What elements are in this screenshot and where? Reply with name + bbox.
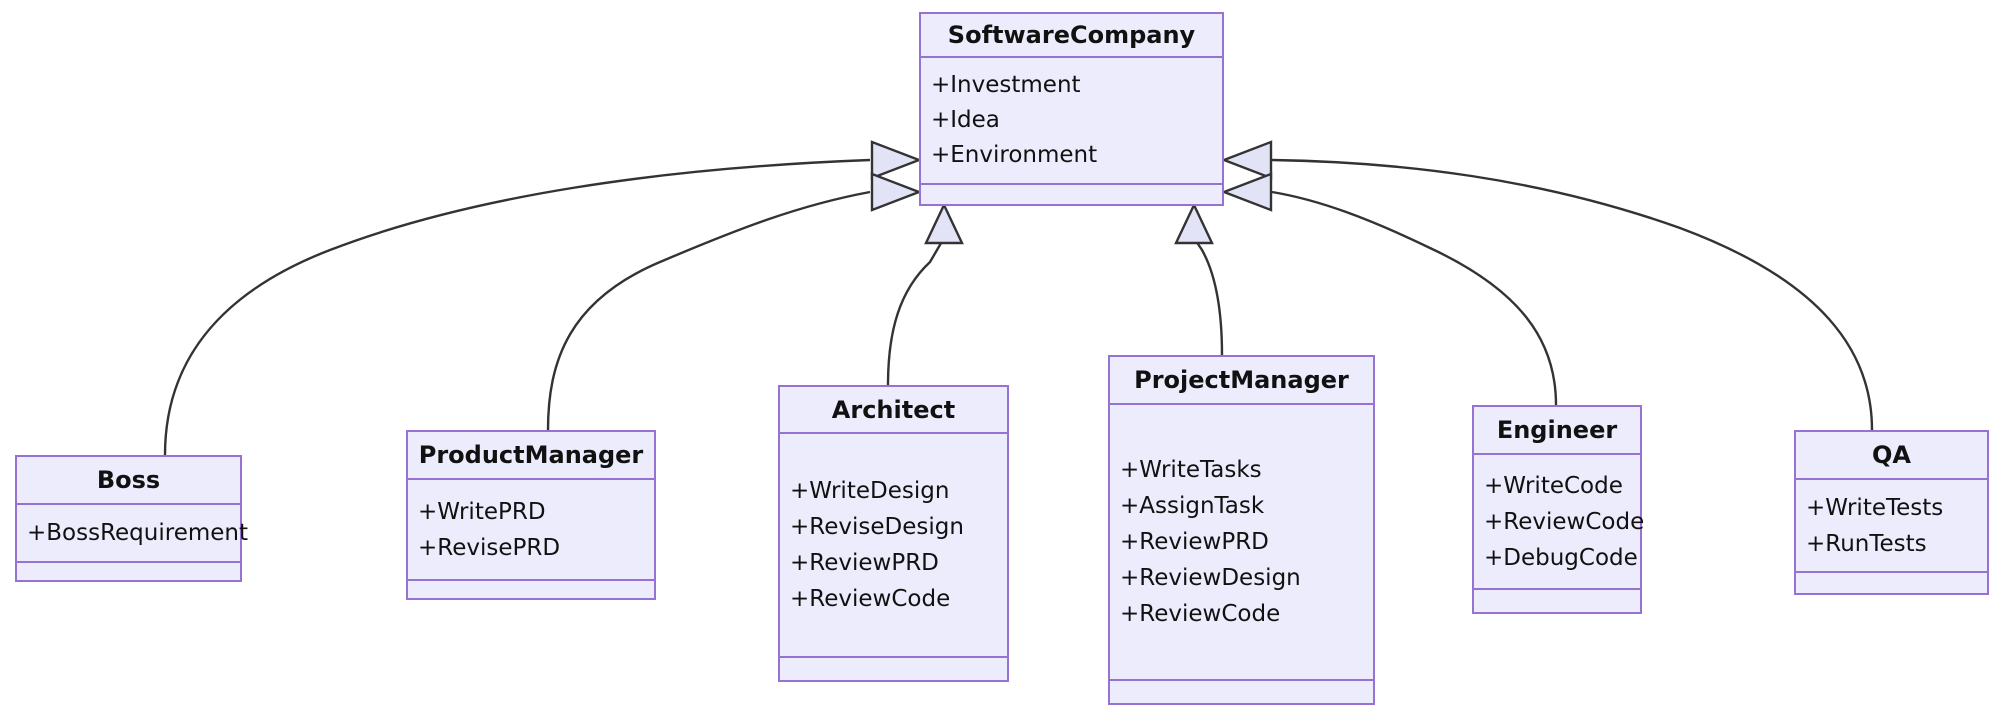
class-attribute: +ReviewPRD (1120, 529, 1269, 555)
class-attribute: +RunTests (1806, 530, 1927, 557)
class-attributes-projectmanager: +WriteTasks +AssignTask +ReviewPRD +Revi… (1110, 405, 1373, 681)
class-attribute: +BossRequirement (27, 520, 249, 546)
edge-projectmanager-to-softwarecompany (1193, 237, 1224, 356)
class-header-boss: Boss (17, 457, 240, 505)
class-attributes-productmanager: +WritePRD +RevisePRD (408, 480, 654, 581)
class-attribute: +ReviewCode (1484, 508, 1645, 535)
class-attribute: +ReviewPRD (790, 550, 939, 576)
class-header-architect: Architect (780, 387, 1007, 434)
class-attributes-boss: +BossRequirement (17, 505, 249, 563)
class-attribute: +RevisePRD (418, 534, 561, 561)
class-name-projectmanager: ProjectManager (1134, 366, 1349, 394)
class-node-softwarecompany[interactable]: SoftwareCompany +Investment +Idea +Envir… (919, 12, 1224, 206)
arrowhead-qa-generalization (1220, 140, 1273, 180)
class-attribute: +WriteCode (1484, 472, 1623, 499)
class-name-architect: Architect (831, 395, 956, 424)
class-methods-productmanager (408, 581, 654, 598)
arrowhead-projectmanager-generalization (1174, 202, 1214, 245)
class-name-engineer: Engineer (1496, 416, 1618, 444)
arrowhead-architect-generalization (924, 202, 964, 245)
class-attribute: +Environment (931, 142, 1098, 169)
class-methods-qa (1796, 573, 1987, 593)
arrowhead-boss-generalization (870, 140, 923, 180)
class-attribute: +ReviewDesign (1120, 565, 1301, 591)
class-attributes-qa: +WriteTests +RunTests (1796, 480, 1987, 573)
class-attribute: +ReviewCode (790, 586, 951, 612)
class-node-engineer[interactable]: Engineer +WriteCode +ReviewCode +DebugCo… (1472, 405, 1645, 614)
class-node-architect[interactable]: Architect +WriteDesign +ReviseDesign +Re… (778, 385, 1009, 682)
class-methods-projectmanager (1110, 681, 1373, 703)
class-name-productmanager: ProductManager (418, 441, 644, 469)
class-node-productmanager[interactable]: ProductManager +WritePRD +RevisePRD (406, 430, 656, 600)
class-attributes-softwarecompany: +Investment +Idea +Environment (921, 58, 1222, 186)
class-attribute: +Investment (931, 72, 1081, 99)
class-header-projectmanager: ProjectManager (1110, 357, 1373, 405)
class-header-productmanager: ProductManager (408, 432, 654, 480)
class-attribute: +ReviseDesign (790, 514, 964, 540)
class-attribute: +ReviewCode (1120, 601, 1281, 627)
class-node-boss[interactable]: Boss +BossRequirement (15, 455, 249, 582)
class-header-engineer: Engineer (1474, 407, 1640, 455)
class-attribute: +WriteTasks (1120, 457, 1262, 483)
class-methods-softwarecompany (921, 185, 1222, 204)
class-attribute: +Idea (931, 107, 1000, 134)
class-node-projectmanager[interactable]: ProjectManager +WriteTasks +AssignTask +… (1108, 355, 1375, 705)
class-methods-boss (17, 563, 240, 580)
class-name-qa: QA (1872, 441, 1911, 469)
arrowhead-engineer-generalization (1220, 172, 1273, 212)
edge-boss-to-softwarecompany (163, 158, 871, 456)
class-name-boss: Boss (96, 466, 161, 494)
arrowhead-productmanager-generalization (870, 172, 923, 212)
class-attributes-engineer: +WriteCode +ReviewCode +DebugCode (1474, 455, 1645, 590)
class-attribute: +WriteDesign (790, 478, 950, 504)
edge-architect-to-softwarecompany (886, 237, 946, 386)
class-methods-engineer (1474, 590, 1640, 612)
class-name-softwarecompany: SoftwareCompany (947, 21, 1196, 50)
class-attribute: +WriteTests (1806, 494, 1944, 521)
class-header-softwarecompany: SoftwareCompany (921, 14, 1222, 59)
class-attributes-architect: +WriteDesign +ReviseDesign +ReviewPRD +R… (780, 434, 1007, 658)
class-header-qa: QA (1796, 432, 1987, 480)
class-methods-architect (780, 658, 1007, 680)
class-attribute: +DebugCode (1484, 544, 1638, 571)
class-attribute: +WritePRD (418, 498, 546, 525)
class-node-qa[interactable]: QA +WriteTests +RunTests (1794, 430, 1989, 595)
class-attribute: +AssignTask (1120, 493, 1265, 519)
